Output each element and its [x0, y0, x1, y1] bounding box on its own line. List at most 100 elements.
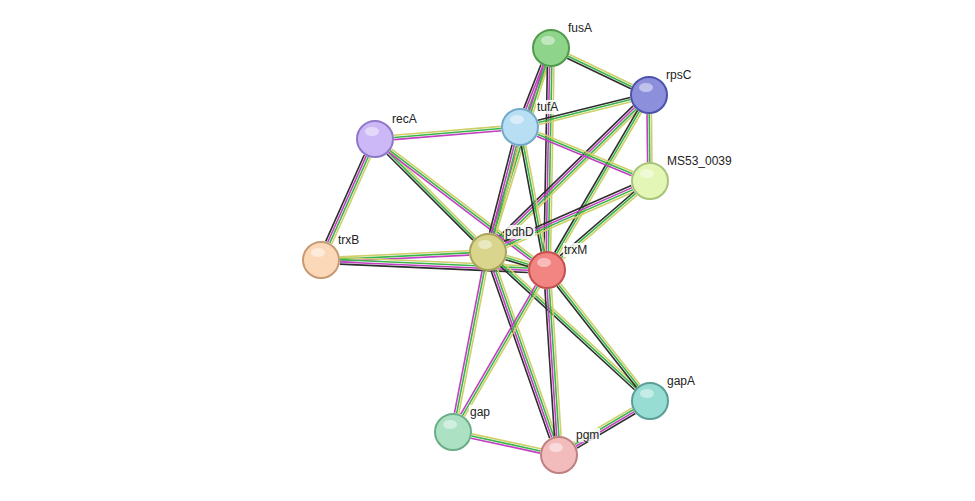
- protein-node: [501, 108, 539, 146]
- edge-strand: [328, 156, 367, 242]
- edge-strand: [559, 285, 639, 386]
- protein-node: [434, 413, 472, 451]
- edge-strand: [472, 436, 541, 451]
- node-label: pgm: [575, 428, 600, 442]
- edge-strand: [493, 270, 551, 437]
- edge-strand: [563, 195, 637, 259]
- edge-strand: [576, 412, 634, 447]
- node-highlight: [478, 240, 492, 249]
- node-highlight: [541, 36, 555, 45]
- edge-strand: [537, 136, 632, 175]
- node-highlight: [537, 258, 551, 267]
- node-label: gap: [469, 405, 491, 419]
- protein-node: [356, 120, 394, 158]
- edge-strand: [332, 158, 371, 244]
- node-label: gapA: [666, 374, 696, 388]
- edge-strand: [490, 145, 513, 233]
- edge-strand: [394, 126, 501, 135]
- edge-strand: [547, 289, 557, 436]
- edge-strand: [471, 438, 540, 453]
- node-label: recA: [391, 112, 418, 126]
- edge-strand: [648, 114, 650, 162]
- edge-strand: [557, 286, 637, 387]
- node-label: MS53_0039: [666, 154, 733, 168]
- edge-strand: [496, 146, 519, 234]
- edge-strand: [506, 260, 529, 267]
- interaction-edge: [500, 263, 637, 390]
- node-highlight: [443, 420, 457, 429]
- interaction-edge: [492, 66, 548, 235]
- edge-strand: [561, 193, 635, 257]
- interaction-edge: [454, 270, 486, 414]
- edge-strand: [646, 114, 648, 162]
- node-label: tufA: [536, 100, 559, 114]
- edge-strand: [538, 132, 633, 171]
- edge-strand: [549, 289, 559, 436]
- edge-strand: [454, 270, 482, 413]
- protein-node: [302, 241, 340, 279]
- edge-strand: [388, 152, 474, 238]
- edge-strand: [567, 58, 631, 89]
- edge-strand: [575, 410, 633, 445]
- protein-node: [528, 251, 566, 289]
- node-highlight: [311, 248, 325, 257]
- interaction-edge: [537, 132, 634, 175]
- edge-strand: [569, 54, 633, 85]
- edge-strand: [464, 288, 539, 417]
- edge-strand: [545, 289, 555, 436]
- interaction-edge: [461, 285, 540, 416]
- interaction-edge: [490, 145, 519, 235]
- edge-strand: [651, 114, 653, 162]
- edge-strand: [326, 155, 365, 241]
- edge-strand: [492, 145, 515, 233]
- edge-strand: [394, 131, 501, 140]
- edge-strand: [330, 157, 369, 243]
- edge-strand: [394, 129, 501, 138]
- interaction-edge: [557, 284, 640, 388]
- interaction-edge: [471, 434, 541, 453]
- protein-node: [631, 382, 669, 420]
- node-label: fusA: [567, 21, 593, 35]
- interaction-edge: [504, 186, 634, 248]
- node-highlight: [640, 169, 654, 178]
- interaction-edge: [506, 255, 530, 266]
- edge-strand: [494, 146, 517, 234]
- edge-strand: [574, 408, 632, 443]
- edge-strand: [500, 266, 634, 389]
- edge-strand: [387, 154, 473, 240]
- node-highlight: [365, 127, 379, 136]
- interaction-edge: [567, 54, 633, 89]
- protein-node: [469, 233, 507, 271]
- node-highlight: [549, 443, 563, 452]
- edge-strand: [560, 284, 640, 385]
- edge-strand: [503, 263, 637, 386]
- protein-node: [540, 436, 578, 474]
- node-label: rpsC: [665, 68, 692, 82]
- interaction-edge: [560, 192, 637, 259]
- protein-node: [630, 76, 668, 114]
- edge-strand: [461, 285, 536, 414]
- edge-strand: [557, 111, 640, 253]
- interaction-edge: [545, 289, 561, 437]
- protein-node: [532, 29, 570, 67]
- node-highlight: [639, 83, 653, 92]
- edge-strand: [502, 265, 636, 388]
- edge-strand: [558, 113, 641, 255]
- edge-strand: [568, 56, 632, 87]
- interaction-edge: [326, 155, 371, 244]
- edge-strand: [497, 269, 555, 436]
- edge-strand: [463, 286, 538, 415]
- interaction-edge: [394, 126, 501, 139]
- interaction-edge: [555, 110, 642, 254]
- interaction-edge: [574, 408, 636, 448]
- edge-strand: [507, 192, 634, 248]
- edge-strand: [495, 270, 553, 437]
- edge-strand: [457, 271, 485, 414]
- node-label: pdhD: [504, 225, 535, 239]
- protein-node: [631, 162, 669, 200]
- interaction-edge: [387, 151, 476, 240]
- node-highlight: [510, 115, 524, 124]
- node-highlight: [640, 389, 654, 398]
- node-label: trxM: [563, 243, 588, 257]
- edge-strand: [538, 134, 633, 173]
